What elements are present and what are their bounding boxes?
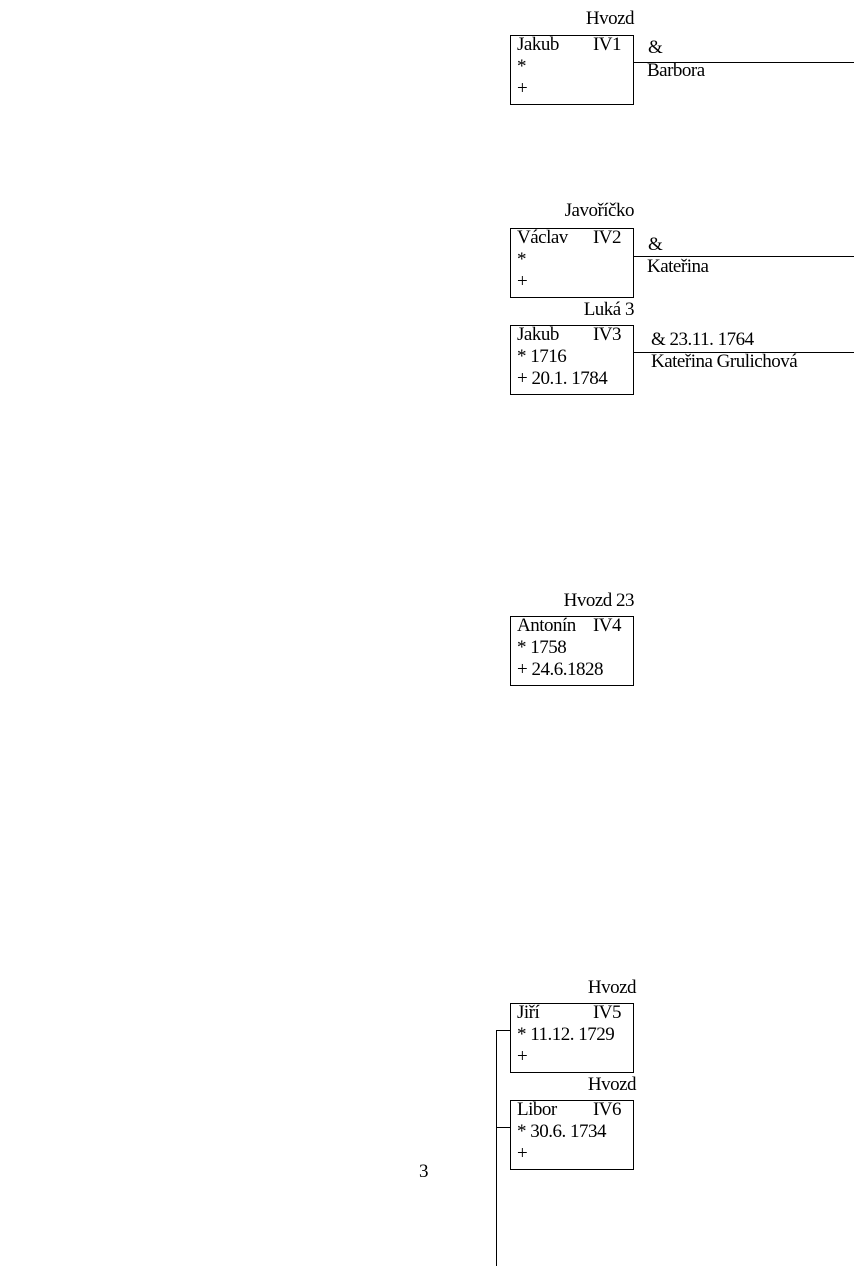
person-code: IV2 [592,227,622,248]
sibling-connector-vertical [496,1030,497,1266]
person-code: IV6 [592,1099,622,1120]
person-box-iv5[interactable]: Jiří IV5 * 11.12. 1729 + [510,1002,634,1073]
person-code: IV3 [592,324,622,345]
place-label-iv3: Luká 3 [583,299,635,320]
birth-line: * 1716 [517,346,567,367]
death-line: + [517,78,528,99]
person-name: Jakub [517,34,559,55]
birth-line: * [517,249,527,270]
person-name: Václav [517,227,568,248]
person-box-iv6[interactable]: Libor IV6 * 30.6. 1734 + [510,1099,634,1170]
person-box-iv4[interactable]: Antonín IV4 * 1758 + 24.6.1828 [510,615,634,686]
person-name: Jakub [517,324,559,345]
death-line: + [517,1143,528,1164]
person-name: Libor [517,1099,557,1120]
person-code: IV1 [592,34,622,55]
birth-line: * 11.12. 1729 [517,1024,615,1045]
person-name: Jiří [517,1002,540,1023]
person-code: IV5 [592,1002,622,1023]
death-line: + [517,271,528,292]
spouse-connector-iv1 [634,62,854,63]
page-number: 3 [419,1161,429,1182]
death-line: + [517,1046,528,1067]
birth-line: * 30.6. 1734 [517,1121,607,1142]
birth-line: * 1758 [517,637,567,658]
spouse-name-iv2: Kateřina [647,256,709,277]
marriage-marker-iv1: & [648,37,663,58]
birth-line: * [517,56,527,77]
spouse-name-iv3: Kateřina Grulichová [651,351,798,372]
person-name: Antonín [517,615,576,636]
spouse-connector-iv3 [634,352,854,353]
person-box-iv2[interactable]: Václav IV2 * + [510,227,634,298]
place-label-iv1: Hvozd [585,8,635,29]
place-label-iv4: Hvozd 23 [563,590,635,611]
person-code: IV4 [592,615,622,636]
sibling-connector-iv5 [496,1030,510,1031]
spouse-connector-iv2 [634,256,854,257]
death-line: + 24.6.1828 [517,659,603,680]
marriage-marker-iv2: & [648,234,663,255]
marriage-marker-iv3: & 23.11. 1764 [651,329,754,350]
person-box-iv3[interactable]: Jakub IV3 * 1716 + 20.1. 1784 [510,324,634,395]
sibling-connector-iv6 [496,1127,510,1128]
spouse-name-iv1: Barbora [647,60,705,81]
place-label-iv5: Hvozd [587,977,637,998]
place-label-iv6: Hvozd [587,1074,637,1095]
person-box-iv1[interactable]: Jakub IV1 * + [510,34,634,105]
death-line: + 20.1. 1784 [517,368,608,389]
place-label-iv2: Javoříčko [564,200,635,221]
